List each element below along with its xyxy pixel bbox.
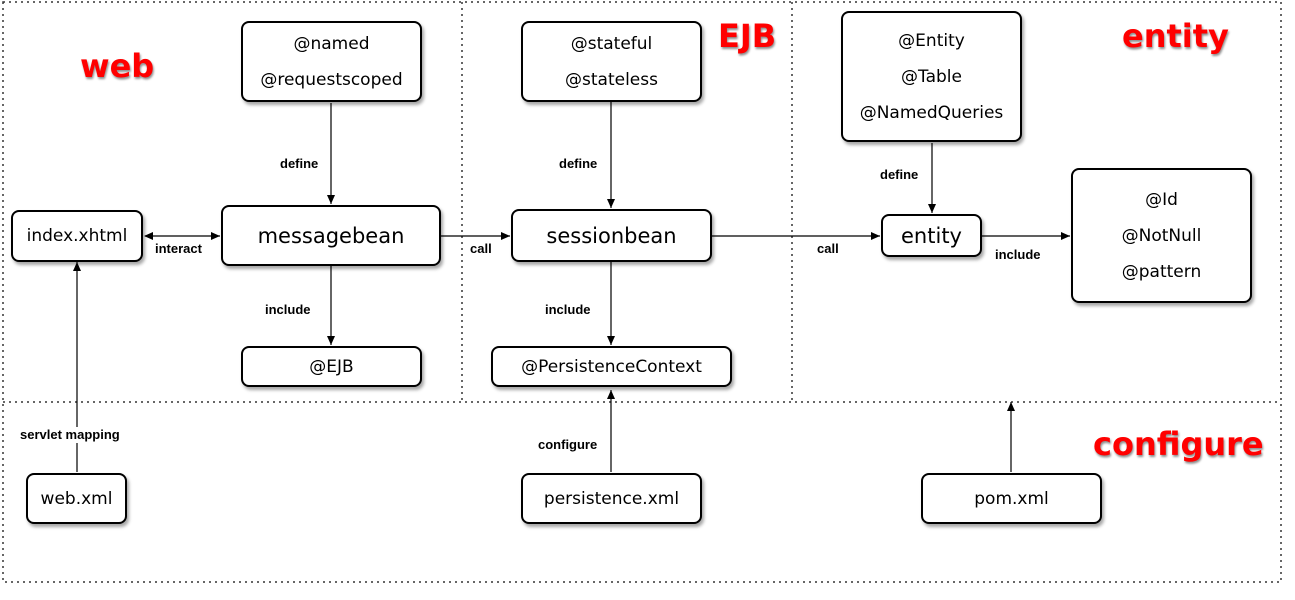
entity-line: entity [901,223,962,248]
entity-node: entity [881,214,982,257]
messagebean-annotations-node: @named @requestscoped [241,21,422,102]
region-label-configure: configure [1093,425,1264,463]
session-annotations-node: @stateful @stateless [521,21,702,102]
edge-label-include-session: include [544,302,592,318]
validation-annotations-line: @NotNull [1121,225,1202,246]
edge-label-include-message: include [264,302,312,318]
region-borders [2,1,1282,583]
edge-label-define-message: define [279,156,320,172]
persistence-context-node: @PersistenceContext [491,346,732,387]
ejb-annotation-node: @EJB [241,346,422,387]
web-xml-node: web.xml [26,473,127,524]
edge-label-include-entity: include [994,247,1042,263]
messagebean-node: messagebean [221,205,441,266]
outer-border [2,1,1282,583]
session-annotations-line: @stateless [565,69,658,90]
validation-annotations-node: @Id @NotNull @pattern [1071,168,1252,303]
index-xhtml-node: index.xhtml [11,210,143,262]
edge-label-call-entity: call [816,241,840,257]
entity-annotations-node: @Entity @Table @NamedQueries [841,11,1022,142]
edge-label-define-entity: define [879,167,920,183]
entity-annotations-line: @Table [901,66,962,87]
index-line: index.xhtml [26,226,128,246]
messagebean-line: messagebean [257,223,405,248]
edge-label-interact: interact [154,241,203,257]
messagebean-annotations-line: @named [293,33,370,54]
persistence-xml-node: persistence.xml [521,473,702,524]
region-label-ejb: EJB [718,17,777,55]
session-annotations-line: @stateful [570,33,653,54]
region-label-web: web [80,47,155,85]
edge-label-servlet-mapping: servlet mapping [19,427,121,443]
messagebean-annotations-line: @requestscoped [260,69,403,90]
webxml-line: web.xml [40,488,113,509]
region-label-entity: entity [1122,17,1229,55]
pomxml-line: pom.xml [974,488,1049,509]
entity-annotations-line: @NamedQueries [859,102,1004,123]
arrows [73,101,1070,472]
edge-label-define-session: define [558,156,599,172]
entity-annotations-line: @Entity [898,30,965,51]
edge-label-configure: configure [537,437,599,453]
persistencexml-line: persistence.xml [543,488,680,509]
validation-annotations-line: @Id [1145,189,1178,210]
ejb-annotation-line: @EJB [309,356,354,377]
sessionbean-line: sessionbean [546,223,677,248]
persistence-context-line: @PersistenceContext [521,356,702,377]
pom-xml-node: pom.xml [921,473,1102,524]
sessionbean-node: sessionbean [511,209,712,262]
edge-label-call-session: call [469,241,493,257]
validation-annotations-line: @pattern [1121,261,1202,282]
